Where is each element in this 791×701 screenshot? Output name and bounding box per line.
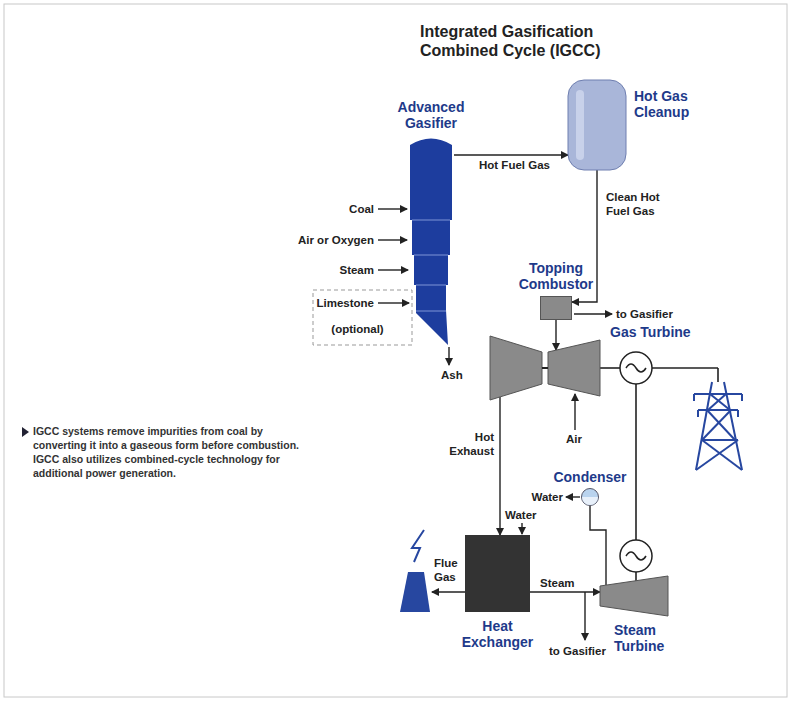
caption: IGCC systems remove impurities from coal… [33, 424, 318, 480]
gasifier: Advanced Gasifier [408, 135, 454, 347]
stack [400, 572, 430, 612]
edge-label: Clean Hot Fuel Gas [605, 190, 669, 218]
label: to Gasifier [549, 644, 606, 658]
label: Ash [441, 368, 463, 382]
flow-line [530, 591, 600, 592]
label: (optional) [320, 322, 395, 336]
label: Water [505, 508, 537, 522]
cleanup-vessel-shape [568, 80, 626, 170]
gas-turbine-shape [490, 336, 600, 400]
flow-line [555, 320, 556, 350]
heat-exchanger: Heat Exchanger [465, 535, 530, 612]
node-label: Steam Turbine [614, 622, 684, 654]
label: Flue Gas [434, 556, 464, 584]
label: Limestone [316, 296, 374, 310]
condenser: Condenser [581, 488, 599, 506]
node-label: Heat Exchanger [460, 618, 535, 650]
label: to Gasifier [616, 307, 673, 321]
edge-label: Steam [539, 576, 576, 590]
flow-line [590, 506, 606, 585]
combustor-box: Topping Combustor [540, 296, 572, 320]
edge-label: Hot Exhaust [441, 430, 495, 458]
input-arrows [378, 209, 612, 640]
optional-box [313, 290, 412, 345]
node-label: Advanced Gasifier [391, 99, 471, 131]
label: Steam [339, 263, 374, 277]
label: Air [566, 432, 582, 446]
steam-turbine-shape [600, 576, 668, 616]
steam-turbine: Steam Turbine [600, 576, 668, 616]
edge-label: Hot Fuel Gas [478, 158, 551, 172]
node-label: Gas Turbine [610, 324, 691, 340]
node-label: Condenser [550, 469, 630, 485]
generator-symbol [620, 352, 652, 572]
condenser-shape [581, 488, 599, 506]
bullet [22, 427, 29, 437]
transmission-tower [694, 382, 742, 470]
label: Water [531, 490, 563, 504]
heat-exchanger-shape [465, 535, 530, 612]
title: Integrated Gasification Combined Cycle (… [420, 22, 615, 60]
flow-line [499, 397, 500, 535]
node-label: Hot Gas Cleanup [634, 88, 700, 120]
node-label: Topping Combustor [514, 260, 598, 292]
frame [4, 4, 787, 697]
label: Air or Oxygen [298, 233, 374, 247]
label: Coal [349, 202, 374, 216]
flow-line [454, 154, 568, 155]
cleanup-vessel: Hot Gas Cleanup [568, 80, 626, 170]
combustor-box-shape [540, 296, 572, 320]
gasifier-shape [408, 135, 454, 347]
gas-turbine: Gas Turbine [490, 336, 600, 400]
emission-symbol [412, 530, 424, 562]
